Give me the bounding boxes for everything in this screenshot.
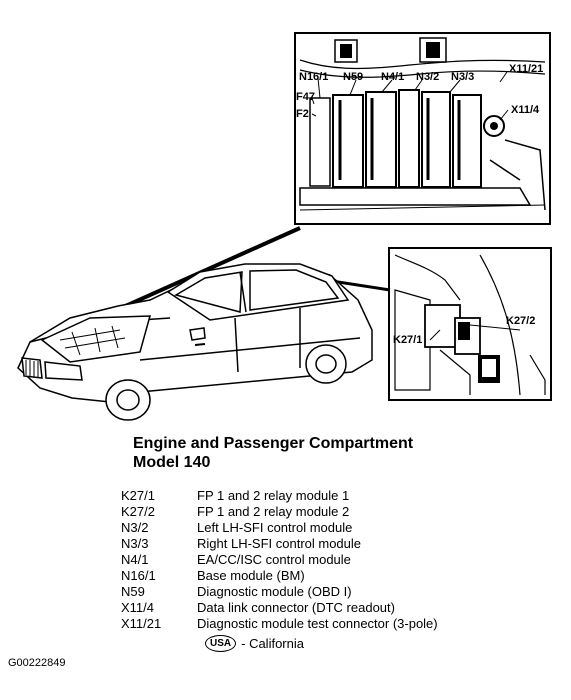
legend-row: N16/1 Base module (BM) xyxy=(121,568,438,584)
legend-row: N59 Diagnostic module (OBD I) xyxy=(121,584,438,600)
label-k27-1: K27/1 xyxy=(393,334,422,346)
legend-desc: FP 1 and 2 relay module 2 xyxy=(197,504,350,519)
legend-code: X11/4 xyxy=(121,600,155,615)
legend-code: N3/2 xyxy=(121,520,149,535)
car-illustration xyxy=(17,263,373,421)
legend-desc: FP 1 and 2 relay module 1 xyxy=(197,488,350,503)
label-n3-3: N3/3 xyxy=(451,71,474,83)
legend-code: N16/1 xyxy=(121,568,156,583)
legend-code: N59 xyxy=(121,584,145,599)
label-x11-4: X11/4 xyxy=(511,104,540,116)
legend-code: X11/21 xyxy=(121,616,162,631)
label-n16-1: N16/1 xyxy=(299,71,328,83)
legend-desc: Left LH-SFI control module xyxy=(197,520,353,535)
usa-badge-icon: USA xyxy=(205,635,237,652)
legend-code: N4/1 xyxy=(121,552,149,567)
figure-id: G00222849 xyxy=(8,657,66,669)
legend-row: N3/3 Right LH-SFI control module xyxy=(121,536,438,552)
legend-desc: EA/CC/ISC control module xyxy=(197,552,351,567)
engine-compartment-inset: N16/1 N59 N4/1 N3/2 N3/3 X11/21 F47 F2 X… xyxy=(294,32,551,225)
legend-row: X11/21 Diagnostic module test connector (… xyxy=(121,616,438,632)
label-x11-21: X11/21 xyxy=(509,63,543,75)
component-legend: K27/1 FP 1 and 2 relay module 1 K27/2 FP 1… xyxy=(121,488,438,632)
legend-desc: Diagnostic module test connector (3-pole… xyxy=(197,616,438,631)
component-location-figure: N16/1 N59 N4/1 N3/2 N3/3 X11/21 F47 F2 X… xyxy=(17,32,552,421)
label-f47: F47 xyxy=(296,91,315,103)
legend-code: N3/3 xyxy=(121,536,149,551)
caption-model: Model 140 xyxy=(133,454,211,471)
california-note-text: - California xyxy=(241,636,304,651)
california-note: USA - California xyxy=(205,635,304,652)
legend-row: N4/1 EA/CC/ISC control module xyxy=(121,552,438,568)
legend-code: K27/2 xyxy=(121,504,155,519)
legend-row: X11/4 Data link connector (DTC readout) xyxy=(121,600,438,616)
legend-code: K27/1 xyxy=(121,488,155,503)
label-n4-1: N4/1 xyxy=(381,71,404,83)
label-n59: N59 xyxy=(343,71,363,83)
legend-row: K27/2 FP 1 and 2 relay module 2 xyxy=(121,504,438,520)
caption-title: Engine and Passenger Compartment xyxy=(133,435,414,452)
legend-desc: Right LH-SFI control module xyxy=(197,536,362,551)
legend-desc: Data link connector (DTC readout) xyxy=(197,600,395,615)
passenger-compartment-inset: K27/2 K27/1 xyxy=(388,247,552,401)
label-f2: F2 xyxy=(296,108,309,120)
legend-desc: Diagnostic module (OBD I) xyxy=(197,584,352,599)
label-k27-2: K27/2 xyxy=(506,315,535,327)
figure-caption: Engine and Passenger Compartment Model 1… xyxy=(133,434,413,472)
legend-row: K27/1 FP 1 and 2 relay module 1 xyxy=(121,488,438,504)
legend-desc: Base module (BM) xyxy=(197,568,305,583)
legend-row: N3/2 Left LH-SFI control module xyxy=(121,520,438,536)
label-n3-2: N3/2 xyxy=(416,71,439,83)
